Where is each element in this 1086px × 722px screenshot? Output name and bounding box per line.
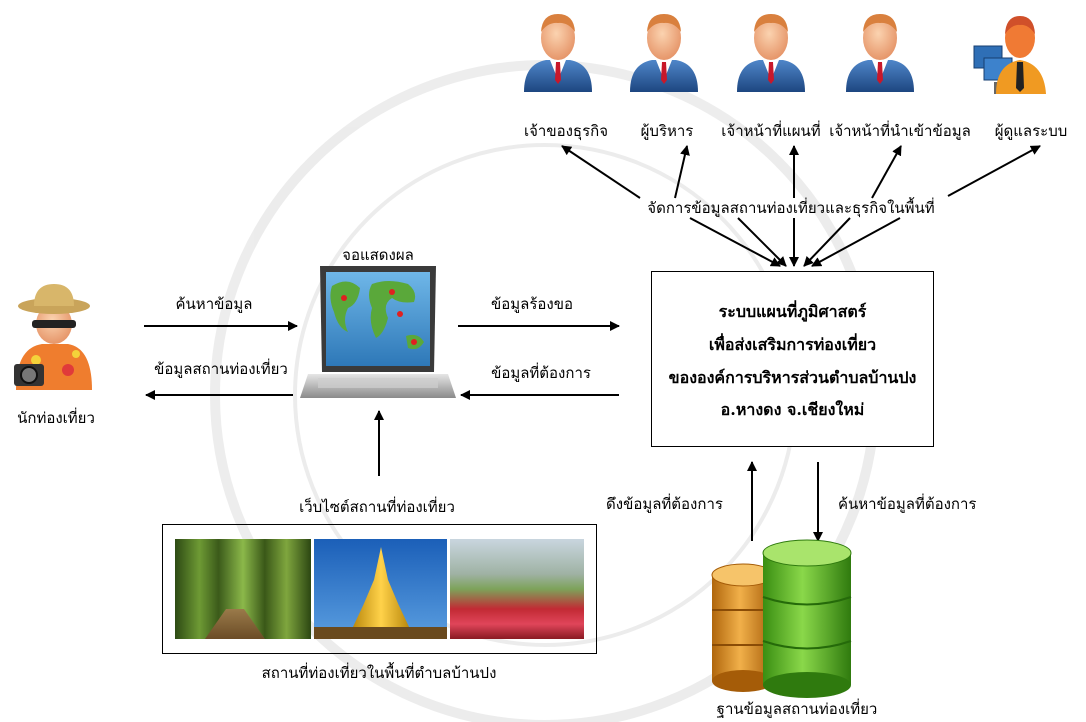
golden-pagoda-photo <box>314 539 447 639</box>
user-label-admin: ผู้ดูแลระบบ <box>994 122 1068 140</box>
search-wanted-arrow-label: ค้นหาข้อมูลที่ต้องการ <box>838 495 977 513</box>
search-arrow-label: ค้นหาข้อมูล <box>175 295 253 313</box>
arrow-to-executive <box>674 145 690 199</box>
database-label: ฐานข้อมูลสถานท่องเที่ยว <box>716 700 878 718</box>
admin-computer-icon <box>973 16 1046 94</box>
system-line-1: ระบบแผนที่ภูมิศาสตร์ <box>718 302 867 321</box>
user-data-entry-icon <box>846 14 914 92</box>
user-label-data-entry: เจ้าหน้าที่นำเข้าข้อมูล <box>829 122 971 140</box>
arrow-manage-down-1 <box>689 217 781 267</box>
user-label-map-officer: เจ้าหน้าที่แผนที่ <box>721 122 821 140</box>
user-map-officer-icon <box>737 14 805 92</box>
display-label: จอแสดงผล <box>342 246 414 264</box>
website-arrow-label: เว็บไซต์สถานที่ท่องเที่ยว <box>299 498 455 516</box>
arrow-to-admin <box>947 145 1041 197</box>
manage-arrows-down <box>689 217 901 267</box>
flower-field-photo <box>450 539 584 639</box>
tourist-label: นักท่องเที่ยว <box>17 409 95 427</box>
system-line-3: ขององค์การบริหารส่วนตำบลบ้านปง <box>668 368 917 387</box>
user-label-business-owner: เจ้าของธุรกิจ <box>523 122 609 140</box>
places-caption: สถานที่ท่องเที่ยวในพื้นที่ตำบลบ้านปง <box>261 664 497 682</box>
arrow-manage-down-5 <box>811 217 901 267</box>
system-line-4: อ.หางดง จ.เชียงใหม่ <box>720 400 865 419</box>
system-line-2: เพื่อส่งเสริมการท่องเที่ยว <box>708 335 877 354</box>
request-arrow-label: ข้อมูลร้องขอ <box>491 295 573 313</box>
wanted-arrow-label: ข้อมูลที่ต้องการ <box>491 364 591 382</box>
arrow-to-data-entry <box>871 145 902 199</box>
user-business-owner-icon <box>524 14 592 92</box>
arrow-to-business-owner <box>561 145 641 199</box>
database-icon <box>711 539 852 698</box>
tourist-info-arrow-label: ข้อมูลสถานท่องเที่ยว <box>154 360 288 378</box>
bamboo-forest-photo <box>175 539 311 639</box>
arrow-manage-down-2 <box>737 217 787 267</box>
user-executive-icon <box>630 14 698 92</box>
fetch-arrow-label: ดึงข้อมูลที่ต้องการ <box>606 495 723 513</box>
laptop-map-icon <box>300 266 456 398</box>
manage-label: จัดการข้อมูลสถานท่องเที่ยวและธุรกิจในพื้… <box>647 199 935 217</box>
system-box: ระบบแผนที่ภูมิศาสตร์ เพื่อส่งเสริมการท่อ… <box>651 271 934 447</box>
manage-arrows-up <box>561 145 1041 199</box>
user-label-executive: ผู้บริหาร <box>640 122 694 140</box>
tourist-icon <box>14 284 92 390</box>
places-photo-box <box>162 524 597 654</box>
horizontal-arrows <box>144 321 620 400</box>
